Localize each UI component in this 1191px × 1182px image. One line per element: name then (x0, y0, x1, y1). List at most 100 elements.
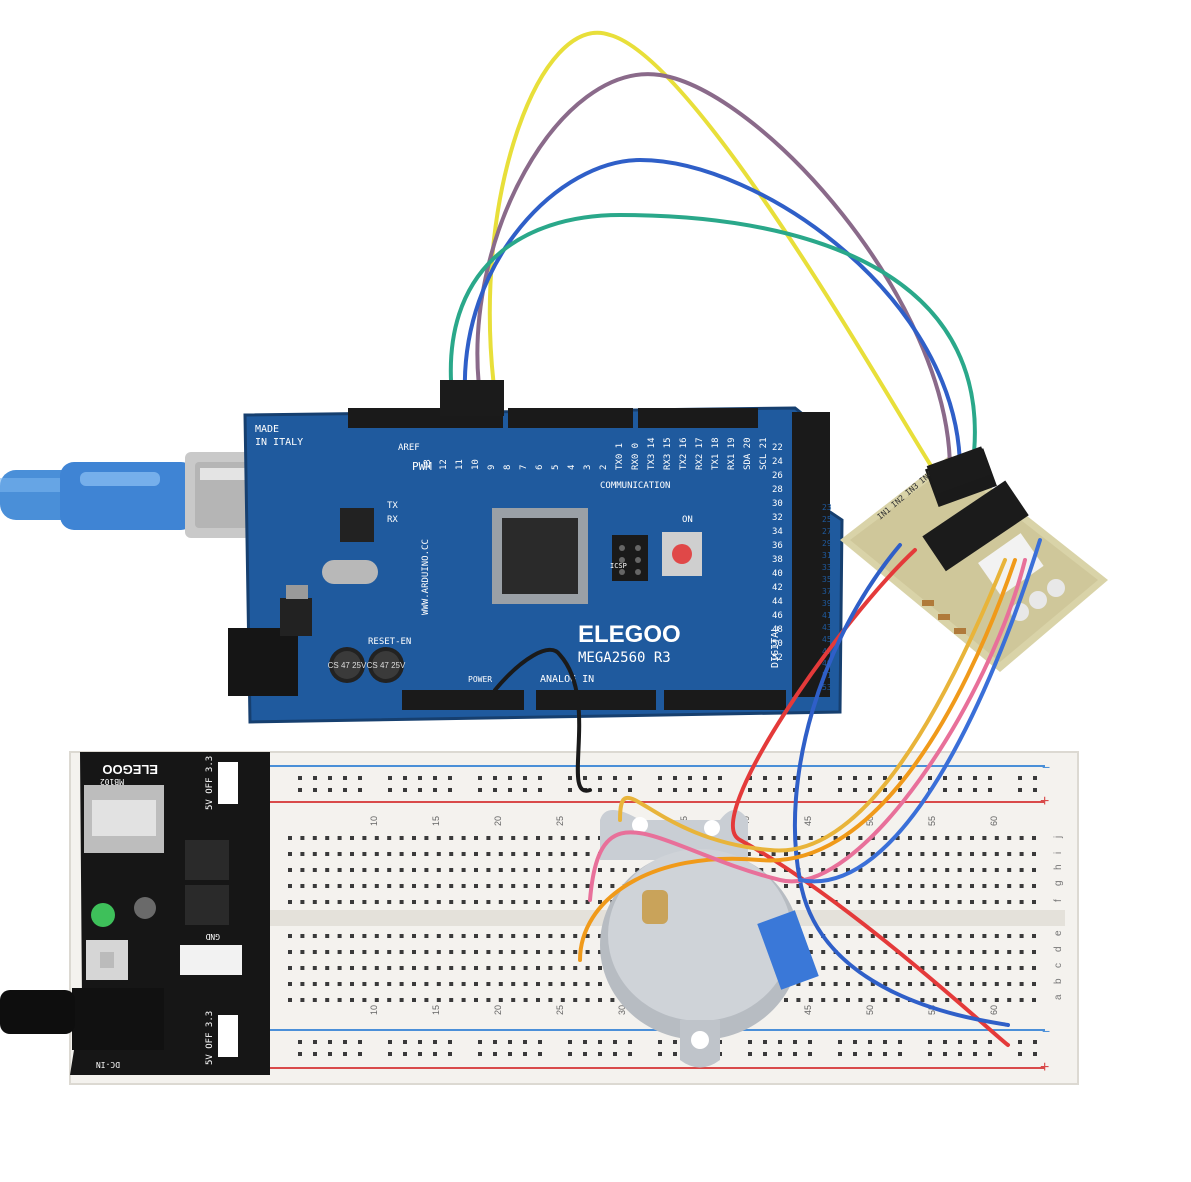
breadboard-hole (424, 934, 429, 938)
top-pin-label: 6 (535, 465, 545, 470)
breadboard-rail-hole (523, 1052, 527, 1056)
breadboard-hole (1019, 884, 1024, 888)
breadboard-hole (474, 966, 478, 970)
breadboard-rail-hole (508, 788, 512, 792)
breadboard-hole (498, 950, 503, 954)
top-pin-label: TX1 18 (711, 437, 721, 470)
breadboard-hole (560, 900, 565, 904)
breadboard-rail-hole (613, 788, 617, 792)
breadboard-rail-hole (298, 788, 302, 792)
breadboard-hole (1007, 836, 1012, 840)
breadboard-hole (449, 998, 454, 1002)
breadboard-rail-hole (1018, 788, 1022, 792)
breadboard-hole (412, 884, 416, 888)
breadboard-hole (374, 982, 379, 986)
motor-connector (978, 533, 1044, 596)
breadboard-hole (325, 966, 330, 970)
digital-label: DIGITAL (770, 626, 781, 668)
jumper-bottom-label: 5V OFF 3.3 (205, 1011, 215, 1065)
breadboard-hole (821, 868, 826, 872)
breadboard-hole (858, 852, 863, 856)
breadboard-hole (523, 884, 528, 888)
breadboard-hole (994, 950, 999, 954)
breadboard-hole (970, 836, 974, 840)
breadboard-hole (536, 982, 540, 986)
breadboard-rail-hole (508, 1040, 512, 1044)
breadboard-rail-hole (613, 776, 617, 780)
breadboard-hole (1019, 852, 1024, 856)
breadboard-hole (945, 900, 950, 904)
breadboard-hole (399, 950, 404, 954)
breadboard-rail-hole (853, 788, 857, 792)
breadboard-hole (449, 836, 454, 840)
power-analog-headers (402, 690, 786, 710)
output-header (180, 945, 242, 975)
breadboard-rail-hole (793, 1040, 797, 1044)
breadboard-hole (560, 934, 565, 938)
breadboard-rail-hole (673, 776, 677, 780)
breadboard-hole (461, 868, 466, 872)
breadboard-hole (585, 982, 590, 986)
breadboard-rail-hole (568, 1040, 572, 1044)
breadboard-hole (932, 884, 937, 888)
breadboard-hole (362, 836, 367, 840)
breadboard-hole (474, 998, 478, 1002)
side-pin-label: 48 (772, 625, 783, 635)
jumper-top[interactable] (218, 762, 238, 804)
side-pin-label-right: 51 (822, 671, 832, 680)
breadboard-rail-hole (313, 1040, 317, 1044)
side-pin-label: 22 (772, 443, 783, 453)
breadboard-hole (883, 836, 888, 840)
breadboard-rail-hole (718, 776, 722, 780)
breadboard-hole (573, 982, 578, 986)
breadboard-hole (784, 852, 788, 856)
breadboard-hole (449, 934, 454, 938)
breadboard-hole (1019, 950, 1024, 954)
breadboard-hole (957, 884, 962, 888)
top-pin-label: 3 (583, 465, 593, 470)
breadboard-hole (436, 982, 441, 986)
breadboard-hole (870, 966, 875, 970)
breadboard-hole (498, 836, 503, 840)
side-pin-label: 46 (772, 611, 783, 621)
breadboard-hole (474, 852, 478, 856)
row-letter: i (1053, 852, 1064, 854)
breadboard-hole (920, 998, 925, 1002)
breadboard-hole (300, 966, 305, 970)
breadboard-hole (957, 836, 962, 840)
breadboard-hole (870, 900, 875, 904)
breadboard-hole (1032, 982, 1036, 986)
breadboard-hole (1007, 900, 1012, 904)
breadboard-rail-hole (418, 1040, 422, 1044)
breadboard-hole (945, 868, 950, 872)
motor-wire-blue-2 (798, 538, 1042, 884)
breadboard-hole (486, 868, 491, 872)
row-letter: b (1053, 978, 1064, 984)
breadboard-hole (598, 884, 602, 888)
on-label: ON (682, 515, 693, 525)
side-pin-label-right: 29 (822, 539, 832, 548)
motor-wire-orange (578, 558, 1017, 962)
breadboard-rail-hole (313, 788, 317, 792)
breadboard-hole (288, 950, 292, 954)
breadboard-hole (796, 998, 801, 1002)
breadboard-hole (1032, 950, 1036, 954)
breadboard-hole (424, 982, 429, 986)
breadboard-rail-hole (628, 788, 632, 792)
breadboard-hole (970, 884, 974, 888)
top-pin-label: 10 (471, 459, 481, 470)
side-pin-label: 42 (772, 583, 783, 593)
breadboard-hole (883, 900, 888, 904)
breadboard-hole (796, 884, 801, 888)
breadboard-hole (920, 884, 925, 888)
breadboard-hole (325, 950, 330, 954)
reset-button[interactable] (662, 532, 702, 576)
breadboard-hole (312, 836, 317, 840)
breadboard-hole (833, 934, 838, 938)
breadboard-hole (1007, 884, 1012, 888)
top-pin-label: 13 (423, 459, 433, 470)
breadboard-hole (970, 950, 974, 954)
jumper-bottom[interactable] (218, 1015, 238, 1057)
